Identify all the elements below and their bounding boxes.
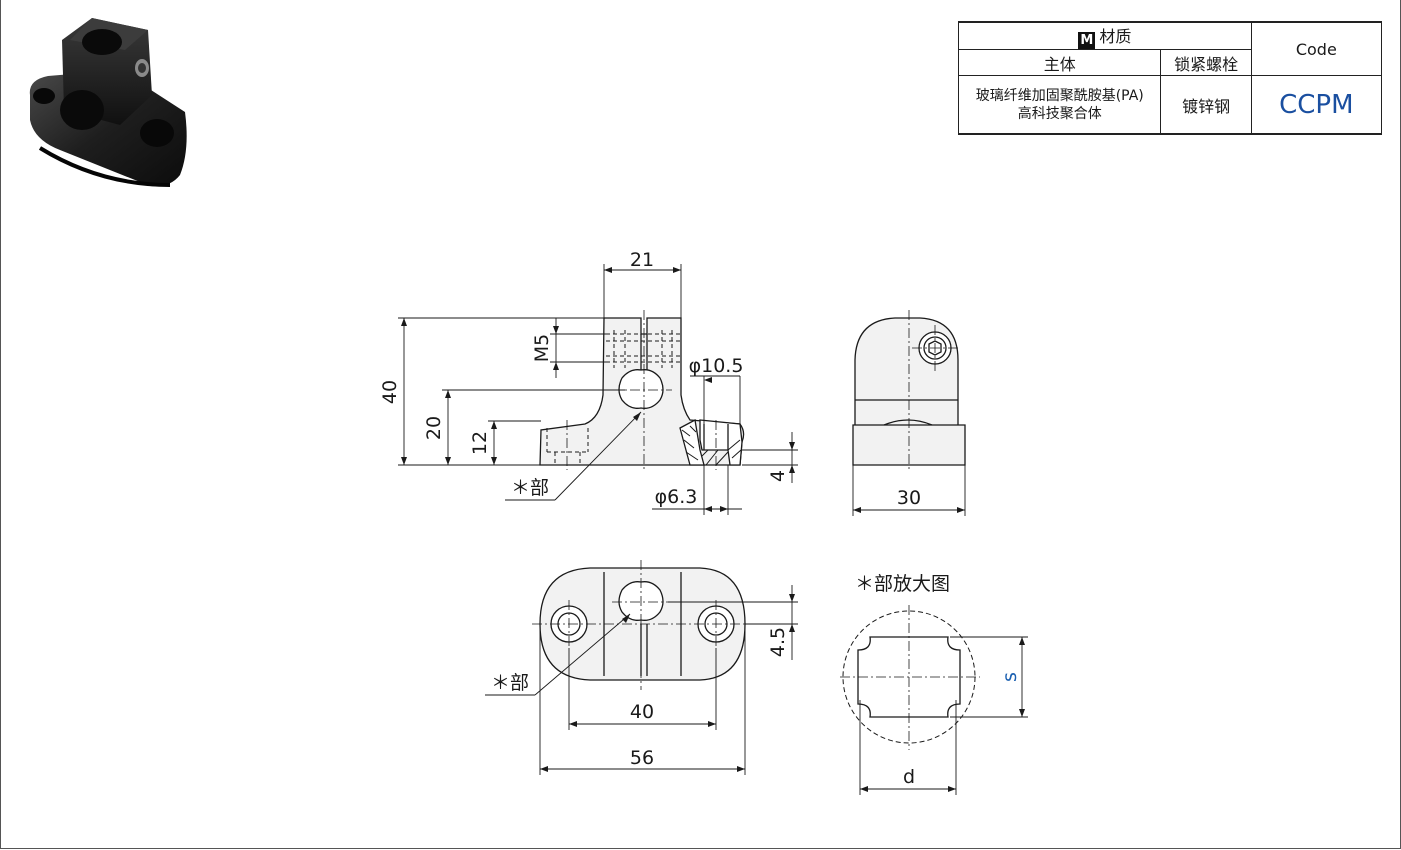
body-material-cell: 玻璃纤维加固聚酰胺基(PA) 高科技聚合体 bbox=[957, 75, 1162, 135]
product-photo bbox=[29, 18, 187, 187]
dim-4: 4 bbox=[767, 470, 789, 482]
dim-s: s bbox=[999, 672, 1021, 682]
code-value: CCPM bbox=[1250, 75, 1383, 135]
material-header-label: 材质 bbox=[1099, 27, 1132, 46]
bolt-column-header: 锁紧螺栓 bbox=[1160, 49, 1252, 76]
front-arrowheads bbox=[401, 267, 795, 512]
detail-marker-front: ＊部 bbox=[511, 477, 549, 499]
side-arrowheads bbox=[853, 507, 965, 513]
top-arrowheads bbox=[540, 594, 795, 772]
dim-d: d bbox=[903, 766, 915, 788]
dim-56: 56 bbox=[630, 747, 654, 769]
bolt-material-cell: 镀锌钢 bbox=[1160, 75, 1252, 135]
code-header: Code bbox=[1250, 21, 1383, 76]
front-view-dimensions bbox=[398, 264, 798, 515]
side-view-dimensions bbox=[852, 465, 966, 516]
dim-21: 21 bbox=[630, 249, 654, 271]
body-material-line2: 高科技聚合体 bbox=[1017, 105, 1102, 122]
dim-12: 12 bbox=[469, 431, 491, 455]
dim-phi-10-5: φ10.5 bbox=[689, 355, 744, 377]
front-view bbox=[539, 310, 745, 472]
dim-m5: M5 bbox=[531, 334, 553, 362]
top-view bbox=[532, 560, 755, 690]
dim-20: 20 bbox=[423, 416, 445, 440]
dim-4-5: 4.5 bbox=[767, 627, 789, 657]
dim-phi-6-3: φ6.3 bbox=[655, 486, 698, 508]
detail-marker-top: ＊部 bbox=[491, 672, 529, 694]
dim-30: 30 bbox=[897, 487, 921, 509]
side-view bbox=[852, 310, 966, 472]
detail-arrowheads bbox=[860, 637, 1025, 792]
detail-view-dimensions bbox=[859, 636, 1028, 795]
material-badge-icon: M bbox=[1078, 32, 1096, 49]
detail-view bbox=[840, 605, 980, 750]
body-column-header: 主体 bbox=[957, 49, 1162, 76]
dim-40-pitch: 40 bbox=[630, 701, 654, 723]
body-material-line1: 玻璃纤维加固聚酰胺基(PA) bbox=[975, 87, 1144, 104]
dim-40-height: 40 bbox=[379, 380, 401, 404]
detail-view-title: ＊部放大图 bbox=[855, 573, 950, 595]
